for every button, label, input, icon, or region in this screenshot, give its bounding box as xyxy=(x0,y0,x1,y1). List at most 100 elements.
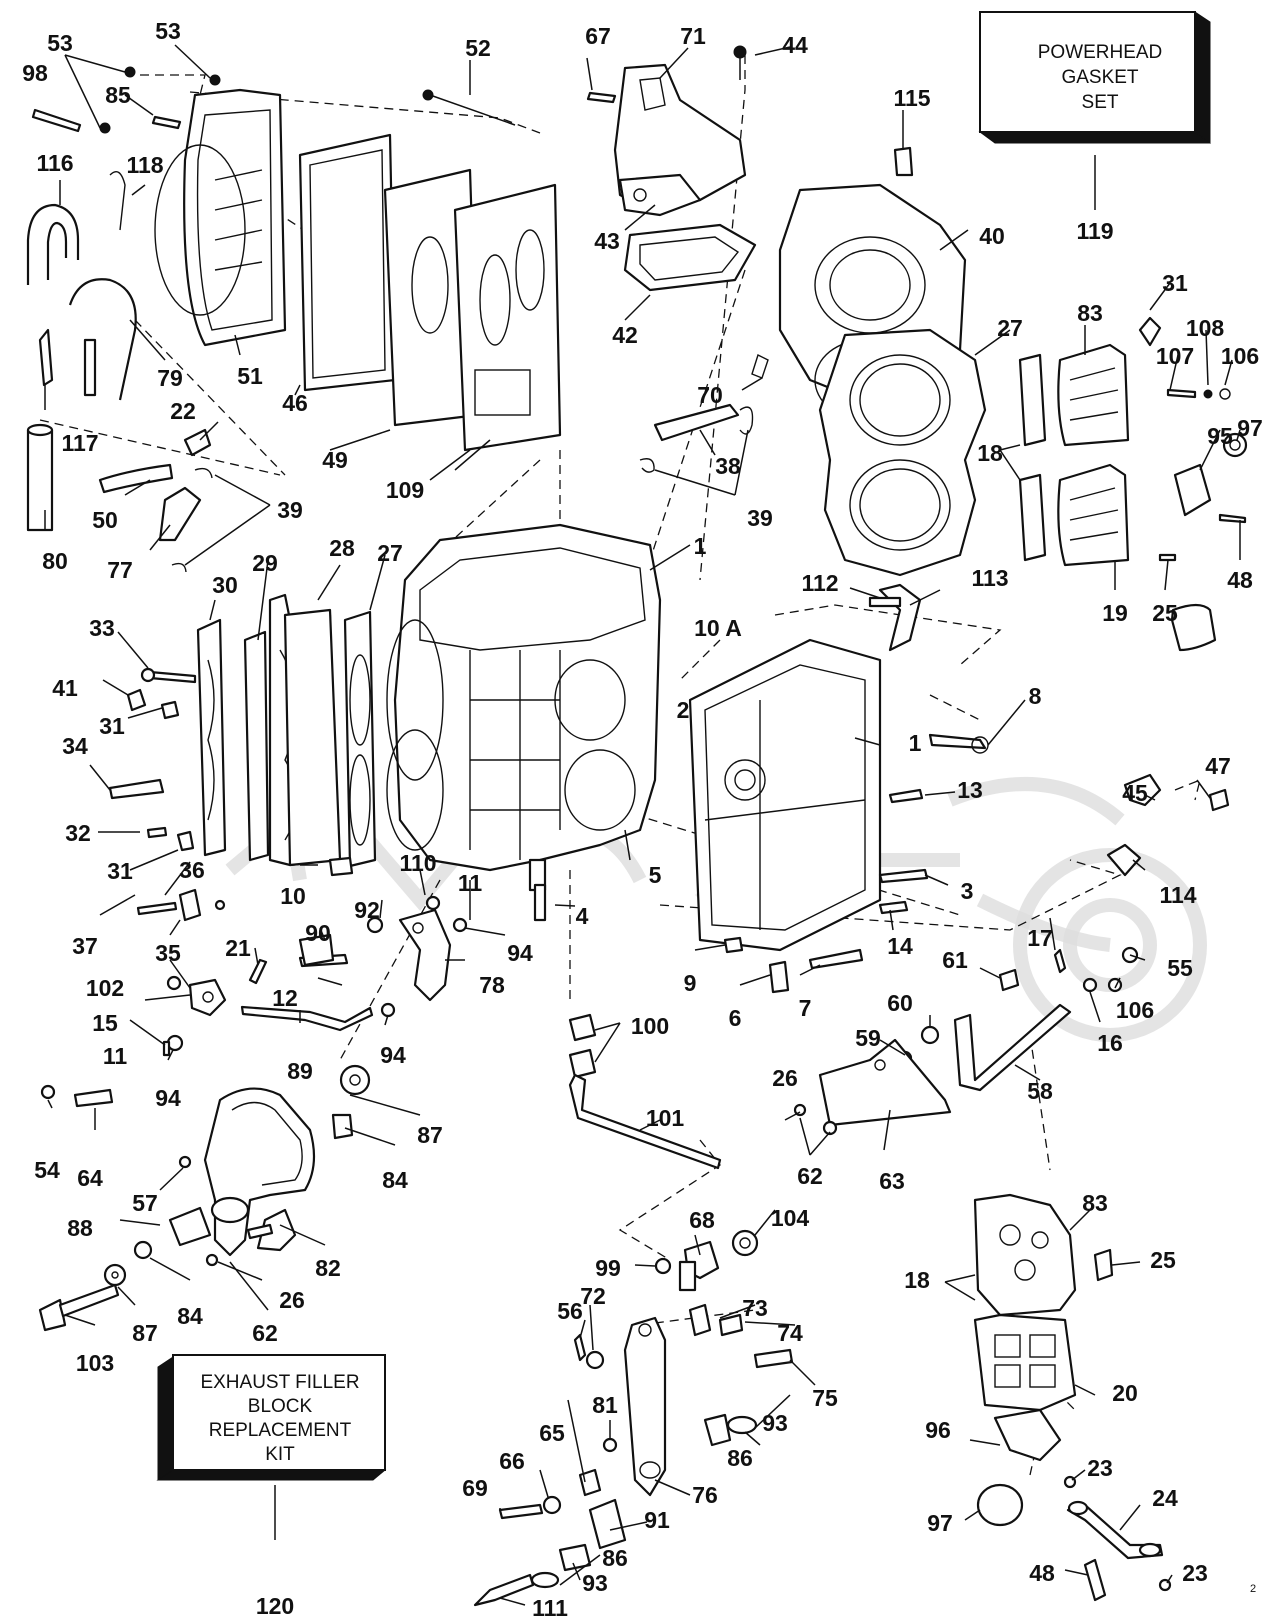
callout-20: 20 xyxy=(1112,1380,1138,1406)
left-cylinder-head-stack xyxy=(108,593,441,922)
callout-62: 62 xyxy=(797,1163,823,1189)
callout-26: 26 xyxy=(772,1065,798,1091)
powerhead-kit-line-1: POWERHEAD xyxy=(1038,42,1163,63)
callout-15: 15 xyxy=(92,1010,118,1036)
callout-82: 82 xyxy=(315,1255,341,1281)
callout-71: 71 xyxy=(680,23,706,49)
callout-41: 41 xyxy=(52,675,78,701)
callout-12: 12 xyxy=(272,985,298,1011)
callout-77: 77 xyxy=(107,557,133,583)
callout-36: 36 xyxy=(179,857,205,883)
callout-27: 27 xyxy=(377,540,403,566)
callout-89: 89 xyxy=(287,1058,313,1084)
callout-1: 1 xyxy=(909,730,922,756)
callout-106: 106 xyxy=(1116,997,1154,1023)
callout-3: 3 xyxy=(961,878,974,904)
callout-7: 7 xyxy=(799,995,812,1021)
callout-95: 95 xyxy=(1207,423,1233,449)
callout-66: 66 xyxy=(499,1448,525,1474)
exhaust-cover-assembly xyxy=(26,66,562,532)
callout-31: 31 xyxy=(107,858,133,884)
callout-18: 18 xyxy=(904,1267,930,1293)
callout-49: 49 xyxy=(322,447,348,473)
callout-102: 102 xyxy=(86,975,124,1001)
callout-107: 107 xyxy=(1156,343,1194,369)
callout-54: 54 xyxy=(34,1157,60,1183)
callout-118: 118 xyxy=(126,152,163,178)
callout-labels: 53 53 98 85 116 118 51 79 117 46 49 52 6… xyxy=(22,18,1263,1621)
callout-87: 87 xyxy=(417,1122,443,1148)
callout-97: 97 xyxy=(927,1510,953,1536)
callout-25: 25 xyxy=(1152,600,1178,626)
callout-31: 31 xyxy=(99,713,125,739)
callout-62: 62 xyxy=(252,1320,278,1346)
callout-28: 28 xyxy=(329,535,355,561)
callout-48: 48 xyxy=(1227,567,1253,593)
powerhead-kit-line-3: SET xyxy=(1082,92,1119,113)
lower-right-reed-plate xyxy=(973,1193,1172,1602)
callout-114: 114 xyxy=(1159,882,1196,908)
callout-84: 84 xyxy=(177,1303,203,1329)
callout-18: 18 xyxy=(977,440,1003,466)
callout-106: 106 xyxy=(1221,343,1259,369)
callout-24: 24 xyxy=(1152,1485,1178,1511)
callout-67: 67 xyxy=(585,23,611,49)
callout-38: 38 xyxy=(715,453,741,479)
exhaust-cover-lower-left xyxy=(38,1064,371,1332)
powerhead-gasket-set-kit: POWERHEAD GASKET SET xyxy=(978,11,1211,210)
callout-32: 32 xyxy=(65,820,91,846)
callout-103: 103 xyxy=(76,1350,114,1376)
callout-22: 22 xyxy=(170,398,196,424)
callout-101: 101 xyxy=(646,1105,685,1131)
leader-lines xyxy=(44,44,1241,1606)
callout-74: 74 xyxy=(777,1320,803,1346)
callout-87: 87 xyxy=(132,1320,158,1346)
callout-120: 120 xyxy=(256,1593,294,1619)
callout-110: 110 xyxy=(399,850,436,876)
callout-72: 72 xyxy=(580,1283,606,1309)
callout-113: 113 xyxy=(971,565,1008,591)
callout-109: 109 xyxy=(386,477,424,503)
callout-86: 86 xyxy=(727,1445,753,1471)
callout-19: 19 xyxy=(1102,600,1128,626)
callout-40: 40 xyxy=(979,223,1005,249)
callout-51: 51 xyxy=(237,363,263,389)
callout-85: 85 xyxy=(105,82,131,108)
callout-97: 97 xyxy=(1237,415,1263,441)
callout-27: 27 xyxy=(997,315,1023,341)
callout-79: 79 xyxy=(157,365,183,391)
callout-34: 34 xyxy=(62,733,88,759)
callout-94: 94 xyxy=(507,940,533,966)
callout-44: 44 xyxy=(782,32,808,58)
callout-64: 64 xyxy=(77,1165,103,1191)
callout-29: 29 xyxy=(252,550,278,576)
callout-94: 94 xyxy=(155,1085,181,1111)
callout-8: 8 xyxy=(1029,683,1042,709)
callout-65: 65 xyxy=(539,1420,565,1446)
callout-116: 116 xyxy=(36,150,73,176)
callout-14: 14 xyxy=(887,933,913,959)
callout-81: 81 xyxy=(592,1392,618,1418)
callout-119: 119 xyxy=(1076,218,1113,244)
callout-115: 115 xyxy=(893,85,930,111)
callout-48: 48 xyxy=(1029,1560,1055,1586)
callout-84: 84 xyxy=(382,1167,408,1193)
callout-56: 56 xyxy=(557,1298,583,1324)
powerhead-kit-line-2: GASKET xyxy=(1061,67,1138,88)
exhaust-kit-line-4: KIT xyxy=(265,1444,295,1465)
callout-76: 76 xyxy=(692,1482,718,1508)
throttle-linkage-left xyxy=(162,908,468,1057)
callout-98: 98 xyxy=(22,60,48,86)
callout-88: 88 xyxy=(67,1215,93,1241)
callout-60: 60 xyxy=(887,990,913,1016)
callout-55: 55 xyxy=(1167,955,1193,981)
callout-73: 73 xyxy=(742,1295,768,1321)
callout-53: 53 xyxy=(155,18,181,44)
callout-35: 35 xyxy=(155,940,181,966)
callout-1: 1 xyxy=(694,533,707,559)
callout-33: 33 xyxy=(89,615,115,641)
corner-mark: 2 xyxy=(1250,1583,1256,1595)
callout-112: 112 xyxy=(801,570,838,596)
callout-91: 91 xyxy=(644,1507,670,1533)
